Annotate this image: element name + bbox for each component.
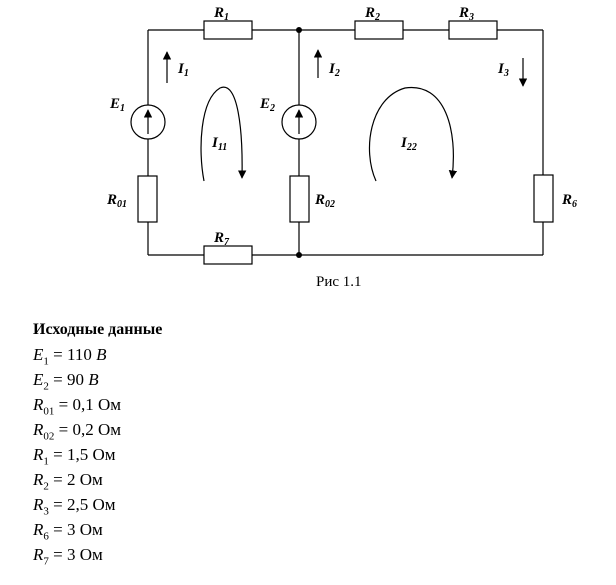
item-subscript: 3 (43, 505, 49, 518)
given-data-item: R1 = 1,5 Ом (33, 442, 162, 467)
item-subscript: 1 (43, 355, 49, 368)
junction-node-bottom (296, 252, 302, 258)
item-symbol: R (33, 395, 44, 414)
given-data-heading: Исходные данные (33, 321, 163, 338)
wires (147, 29, 544, 256)
label-i2: I2 (328, 61, 340, 79)
item-symbol: R (33, 420, 44, 439)
item-value: 1,5 (66, 445, 89, 464)
item-value: 3 (66, 545, 76, 564)
item-unit: В (96, 345, 107, 364)
label-r3: R3 (458, 5, 474, 23)
item-subscript: 2 (43, 480, 49, 493)
item-equals: = (54, 420, 73, 439)
item-subscript: 1 (43, 455, 49, 468)
item-value: 0,2 (72, 420, 94, 439)
label-i11: I11 (211, 135, 227, 153)
resistor-r2 (354, 20, 404, 40)
source-e1 (130, 104, 166, 140)
item-subscript: 01 (43, 405, 55, 418)
item-value: 3 (66, 520, 76, 539)
item-equals: = (48, 445, 67, 464)
label-i22: I22 (400, 135, 417, 153)
given-data-item: R02 = 0,2 Ом (33, 417, 162, 442)
item-value: 110 (66, 345, 92, 364)
label-i1: I1 (177, 61, 189, 79)
loop-i22-arrow-icon (368, 86, 458, 182)
item-equals: = (54, 395, 73, 414)
label-e1: E1 (109, 96, 125, 114)
resistor-r01 (137, 175, 158, 223)
item-subscript: 2 (43, 380, 49, 393)
item-subscript: 02 (43, 430, 55, 443)
item-unit: Ом (92, 495, 116, 514)
item-equals: = (48, 370, 67, 389)
label-r02: R02 (314, 192, 335, 210)
item-equals: = (48, 345, 67, 364)
label-r2: R2 (364, 5, 380, 23)
item-value: 2,5 (66, 495, 89, 514)
item-symbol: E (33, 345, 44, 364)
item-symbol: R (33, 470, 44, 489)
item-subscript: 7 (43, 555, 49, 568)
label-i3: I3 (497, 61, 509, 79)
source-e2 (281, 104, 317, 140)
item-subscript: 6 (43, 530, 49, 543)
label-r6: R6 (561, 192, 577, 210)
given-data-item: R2 = 2 Ом (33, 467, 162, 492)
label-r7: R7 (213, 230, 230, 248)
item-equals: = (48, 520, 67, 539)
label-r1: R1 (213, 5, 229, 23)
item-equals: = (48, 545, 67, 564)
label-r01: R01 (106, 192, 127, 210)
item-unit: Ом (79, 520, 103, 539)
item-unit: Ом (79, 545, 103, 564)
given-data-item: E2 = 90 В (33, 367, 162, 392)
resistor-r7 (203, 245, 253, 265)
item-symbol: R (33, 445, 44, 464)
item-symbol: R (33, 520, 44, 539)
item-unit: Ом (79, 470, 103, 489)
junction-node-top (296, 27, 302, 33)
item-unit: Ом (97, 395, 122, 414)
item-unit: Ом (92, 445, 116, 464)
resistor-r3 (448, 20, 498, 40)
label-e2: E2 (259, 96, 275, 114)
item-symbol: R (33, 495, 44, 514)
item-unit: Ом (97, 420, 122, 439)
resistor-r02 (289, 175, 310, 223)
loop-i11-arrow-icon (200, 86, 247, 182)
item-symbol: R (33, 545, 44, 564)
item-unit: В (88, 370, 99, 389)
resistor-r1 (203, 20, 253, 40)
item-equals: = (48, 470, 67, 489)
given-data-item: E1 = 110 В (33, 342, 162, 367)
item-value: 90 (66, 370, 84, 389)
item-equals: = (48, 495, 67, 514)
given-data-item: R3 = 2,5 Ом (33, 492, 162, 517)
given-data-item: R7 = 3 Ом (33, 542, 162, 567)
given-data-item: R01 = 0,1 Ом (33, 392, 162, 417)
item-value: 2 (66, 470, 76, 489)
given-data-item: R6 = 3 Ом (33, 517, 162, 542)
figure-caption: Рис 1.1 (316, 274, 362, 290)
resistor-r6 (533, 174, 554, 223)
item-value: 0,1 (72, 395, 94, 414)
circuit-diagram: R1 R2 R3 R7 R01 R02 R6 E1 E2 I1 I2 I3 I1… (106, 5, 577, 290)
item-symbol: E (33, 370, 44, 389)
